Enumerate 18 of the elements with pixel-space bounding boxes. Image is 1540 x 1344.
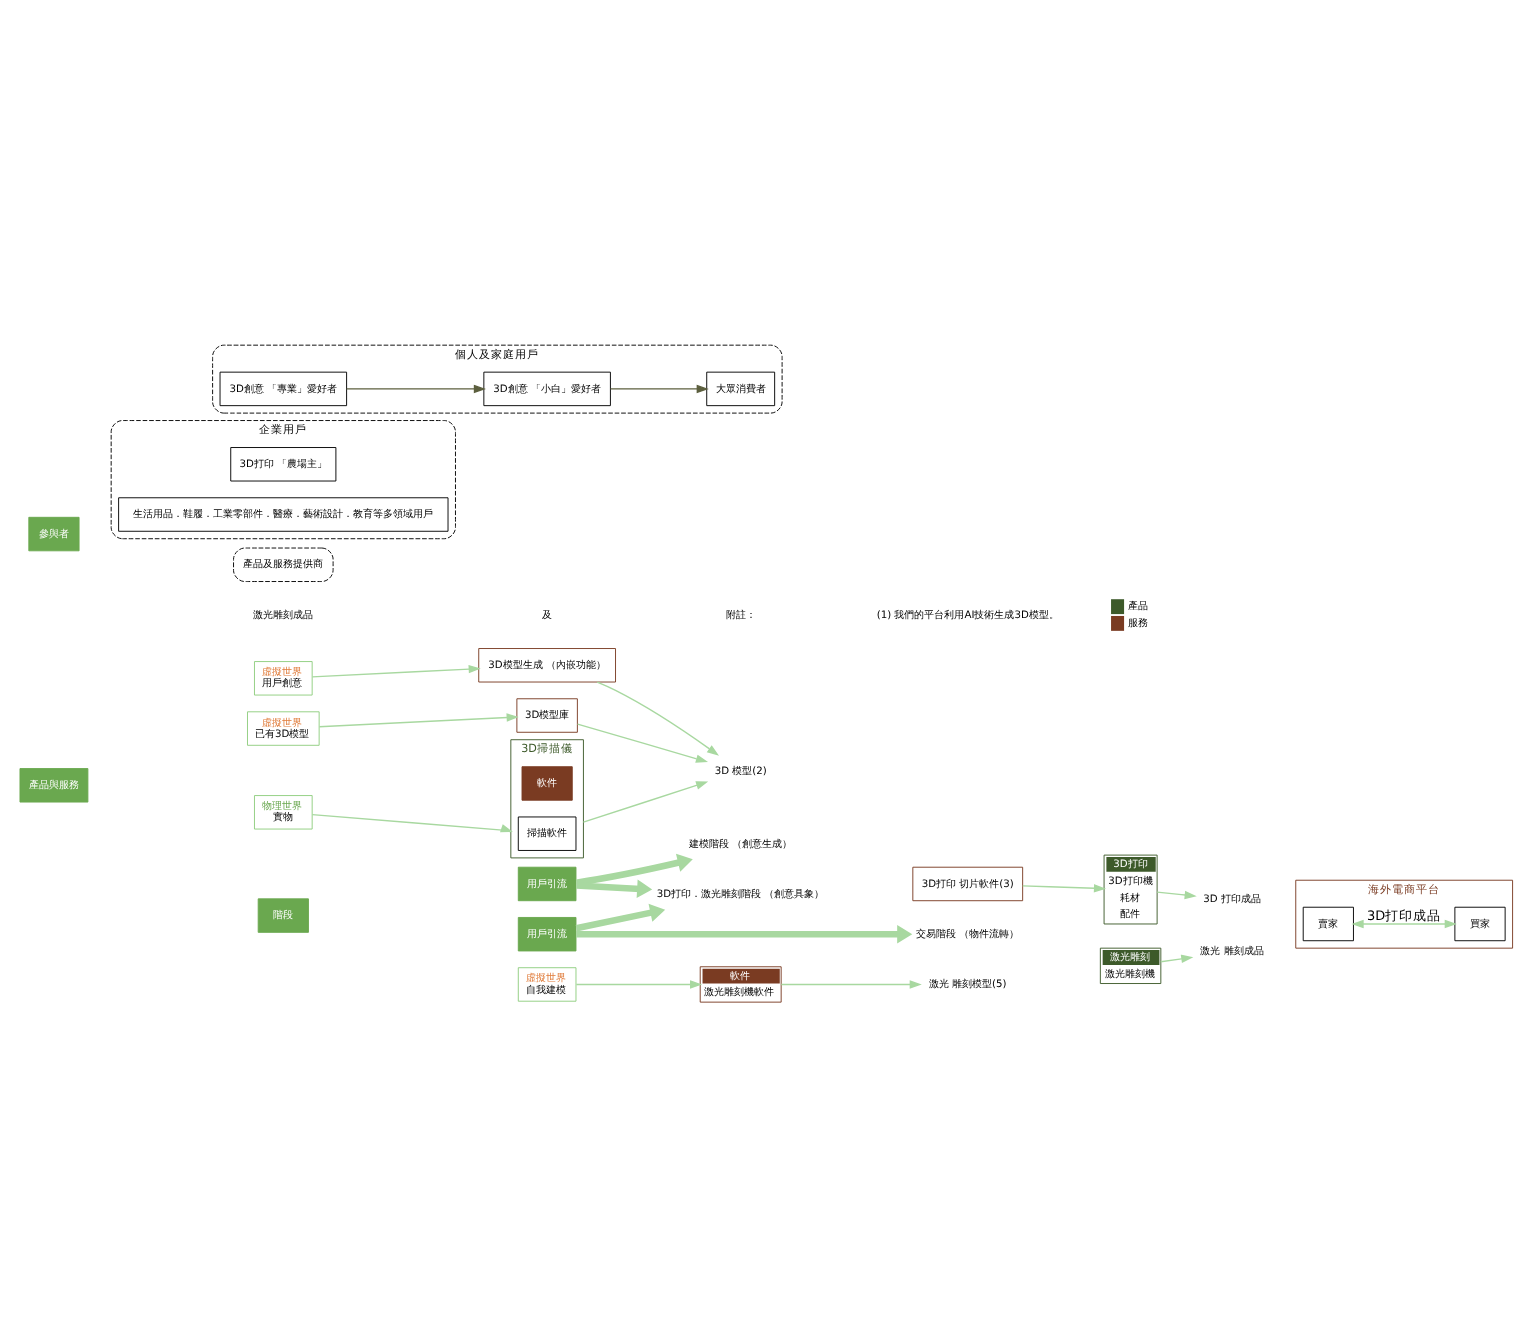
arrow	[575, 979, 703, 988]
arrow	[318, 712, 519, 727]
arrow	[576, 878, 653, 897]
arrow	[345, 383, 486, 393]
arrow	[1022, 883, 1107, 892]
arrow	[1160, 953, 1194, 963]
arrow	[311, 812, 513, 832]
arrow	[1351, 918, 1457, 928]
arrow	[311, 663, 481, 677]
arrow	[576, 722, 709, 762]
arrow	[780, 979, 922, 988]
arrow	[575, 852, 693, 885]
arrow	[575, 902, 666, 931]
arrow	[582, 780, 709, 822]
arrow	[576, 923, 913, 943]
arrow	[596, 680, 720, 755]
arrow	[1156, 889, 1197, 899]
arrow	[609, 383, 709, 393]
